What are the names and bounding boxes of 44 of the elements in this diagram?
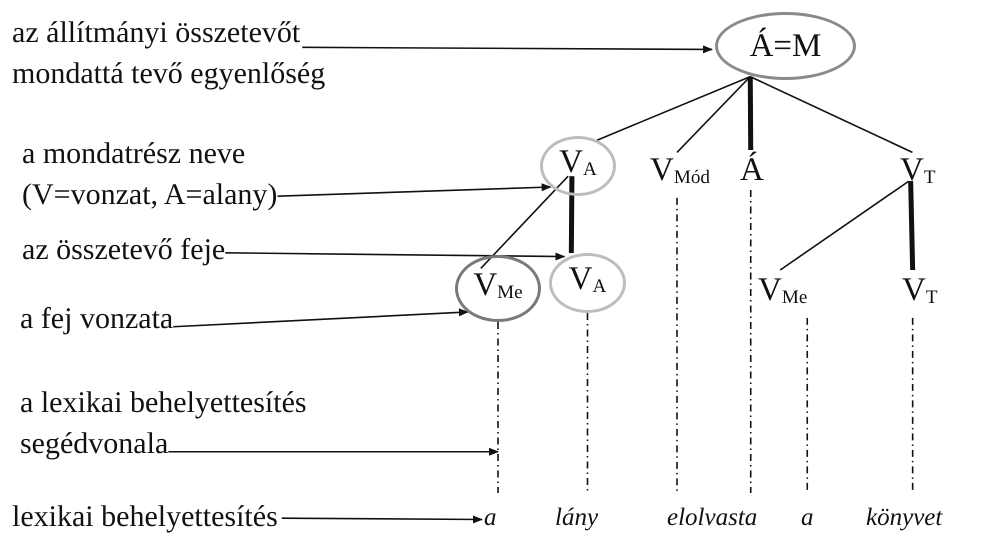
projection-line	[676, 198, 678, 493]
lexical-word: könyvet	[866, 503, 942, 533]
node-label: Á=M	[750, 26, 822, 66]
annotation-text: a fej vonzata	[20, 298, 174, 339]
lexical-word: a	[801, 503, 814, 533]
node-label: V$_{A}$	[568, 260, 606, 300]
lexical-word: lány	[555, 503, 598, 533]
tree-node-label: V$_{T}$	[900, 150, 936, 198]
circled-node	[455, 255, 541, 322]
tree-branch	[748, 76, 754, 150]
pointer-arrow	[302, 45, 713, 54]
node-label: V$_{A}$	[559, 143, 597, 182]
tree-branch	[676, 76, 751, 153]
projection-line	[497, 322, 499, 493]
node-label: V$_{Me}$	[473, 266, 523, 305]
projection-line	[750, 190, 752, 493]
annotation-text: a lexikai behelyettesítés segédvonala	[20, 382, 440, 464]
circled-node	[549, 253, 626, 313]
annotation-text: lexikai behelyettesítés	[12, 496, 278, 536]
circled-node	[540, 136, 616, 196]
tree-branch	[780, 180, 910, 271]
circled-node	[715, 12, 856, 80]
annotation-text: a mondatrész neve (V=vonzat, A=alany)	[22, 133, 384, 215]
lexical-word: a	[484, 503, 496, 533]
tree-node-label: Á	[740, 150, 764, 190]
tree-node-label: V$_{Mód}$	[650, 150, 710, 198]
tree-node-label: V$_{Me}$	[758, 270, 808, 318]
pointer-arrow	[168, 448, 499, 456]
projection-line	[806, 318, 808, 493]
annotation-text: az összetevő feje	[22, 229, 226, 270]
pointer-arrow	[282, 515, 483, 524]
lexical-word: elolvasta	[667, 503, 758, 533]
pointer-arrow	[225, 252, 566, 260]
pointer-arrow	[277, 183, 552, 197]
annotation-text: az állítmányi összetevőt mondattá tevő egyenlőség	[12, 12, 417, 94]
tree-node-label: V$_{T}$	[902, 270, 938, 318]
projection-line	[586, 313, 588, 493]
projection-line	[912, 318, 914, 493]
pointer-arrow	[173, 308, 469, 328]
tree-branch	[908, 181, 916, 270]
tree-branch	[480, 176, 569, 269]
tree-branch	[596, 76, 751, 141]
tree-branch	[568, 176, 574, 254]
tree-branch	[750, 76, 913, 154]
